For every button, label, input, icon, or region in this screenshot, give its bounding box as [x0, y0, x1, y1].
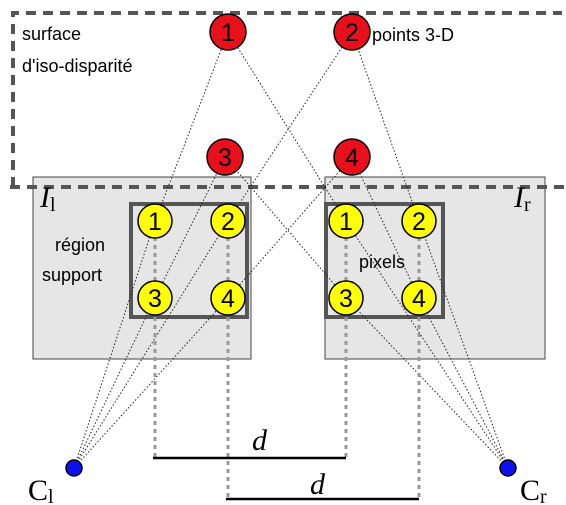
svg-text:3: 3	[339, 285, 353, 313]
left-pixel-4: 4	[210, 280, 246, 316]
surface-label-line1: surface	[22, 24, 81, 44]
disparity-label-2: d	[310, 468, 326, 501]
surface-label-line2: d'iso-disparité	[22, 56, 133, 76]
left-pixel-3: 3	[137, 280, 173, 316]
point-3d-1: 1	[209, 13, 247, 51]
left-pixel-1: 1	[137, 203, 173, 239]
right-camera-label: Cr	[520, 474, 547, 505]
right-camera-center	[499, 459, 517, 477]
svg-text:2: 2	[412, 208, 426, 236]
right-pixel-4: 4	[401, 280, 437, 316]
point-3d-2: 2	[333, 13, 371, 51]
right-image-plane	[324, 176, 546, 360]
disparity-drop-lines	[153, 221, 421, 498]
svg-text:4: 4	[221, 285, 235, 313]
svg-text:1: 1	[221, 19, 235, 47]
svg-text:4: 4	[412, 285, 426, 313]
right-pixel-2: 2	[401, 203, 437, 239]
left-camera-center	[65, 459, 83, 477]
svg-text:2: 2	[345, 19, 359, 47]
point-3d-3: 3	[206, 138, 244, 176]
svg-text:1: 1	[339, 208, 353, 236]
svg-text:2: 2	[221, 208, 235, 236]
left-image-plane	[32, 176, 252, 360]
region-label-line2: support	[42, 265, 102, 285]
svg-text:4: 4	[345, 144, 359, 172]
projection-rays	[73, 31, 509, 469]
left-image-label: Il	[39, 181, 56, 216]
pixels-label: pixels	[359, 252, 405, 272]
left-camera-label: Cl	[28, 474, 54, 505]
right-image-label: Ir	[513, 181, 531, 216]
left-pixel-2: 2	[210, 203, 246, 239]
left-support-region	[129, 202, 249, 319]
points-3d-label: points 3-D	[372, 25, 454, 45]
right-support-region	[324, 202, 445, 319]
disparity-label-1: d	[252, 424, 268, 457]
point-3d-4: 4	[333, 138, 371, 176]
right-pixel-1: 1	[328, 203, 364, 239]
region-label-line1: région	[55, 235, 105, 255]
right-pixel-3: 3	[328, 280, 364, 316]
svg-text:1: 1	[148, 208, 162, 236]
iso-disparity-surface	[10, 11, 566, 189]
svg-text:3: 3	[218, 144, 232, 172]
svg-text:3: 3	[148, 285, 162, 313]
